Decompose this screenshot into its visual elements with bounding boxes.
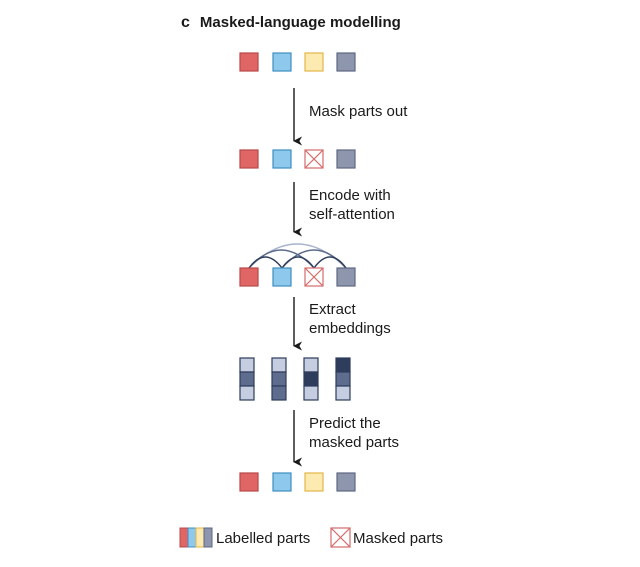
token-gray (336, 149, 356, 169)
input-token-row (239, 52, 356, 72)
step-label-line: self-attention (309, 206, 395, 223)
attention-arcs (248, 243, 347, 269)
step-label-line: embeddings (309, 320, 391, 337)
token-blue (272, 52, 292, 72)
embedding-columns (239, 357, 351, 401)
token-yellow (304, 472, 324, 492)
token-red (239, 52, 259, 72)
step-label-line: masked parts (309, 434, 399, 451)
mask-cross-icon (330, 527, 351, 548)
panel-letter: c (181, 14, 190, 31)
step-label-line: Extract (309, 301, 357, 318)
step-label-encode: Encode with self-attention (309, 187, 395, 223)
figure-title: c Masked-language modelling (181, 14, 401, 32)
encoded-token-row (239, 267, 356, 287)
embedding-column (239, 357, 255, 401)
token-red (239, 267, 259, 287)
token-blue (272, 472, 292, 492)
mask-cross-icon (304, 149, 324, 169)
step-label-line: Mask parts out (309, 103, 408, 120)
attention-arc (248, 256, 283, 269)
attention-arc (281, 256, 315, 269)
legend-masked-label: Masked parts (353, 530, 443, 547)
token-red (239, 472, 259, 492)
output-token-row (239, 472, 356, 492)
masked-token-row (239, 149, 356, 169)
legend-labelled-label: Labelled parts (216, 530, 310, 547)
embedding-column (303, 357, 319, 401)
legend: Labelled parts Masked parts (179, 527, 443, 548)
embedding-column (271, 357, 287, 401)
token-blue (272, 149, 292, 169)
embedding-column (335, 357, 351, 401)
step-label-line: Predict the (309, 415, 381, 432)
token-blue (272, 267, 292, 287)
token-gray (336, 472, 356, 492)
step-label-line: Encode with (309, 187, 391, 204)
step-label-extract: Extract embeddings (309, 301, 391, 337)
attention-arc (313, 256, 347, 269)
mask-cross-icon (304, 267, 324, 287)
token-gray (336, 52, 356, 72)
token-yellow (304, 52, 324, 72)
title-text: Masked-language modelling (199, 14, 401, 31)
token-gray (336, 267, 356, 287)
legend-labelled-swatch (179, 527, 213, 548)
step-label-predict: Predict the masked parts (309, 415, 399, 451)
step-label-mask: Mask parts out (309, 103, 408, 120)
token-red (239, 149, 259, 169)
